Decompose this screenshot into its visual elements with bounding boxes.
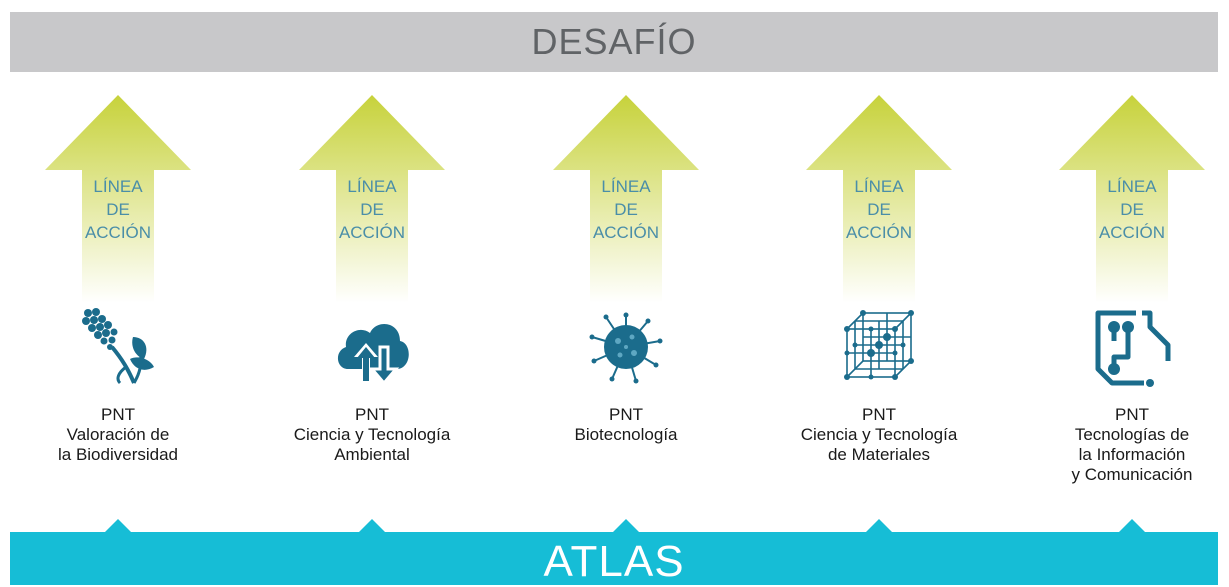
challenge-title: DESAFÍO [531, 21, 697, 62]
action-column-environmental: LÍNEA DE ACCIÓN PNT Ciencia y Tecnología… [262, 95, 482, 515]
up-arrow [553, 95, 699, 303]
action-column-materials: LÍNEA DE ACCIÓN PNT Ciencia y Tecnología… [769, 95, 989, 515]
action-line-label: LÍNEA DE ACCIÓN [1098, 177, 1166, 242]
action-column-ict: LÍNEA DE ACCIÓN PNT Tecnologías de la In… [1022, 95, 1229, 515]
action-line-label: LÍNEA DE ACCIÓN [84, 177, 152, 242]
banner-notch [104, 519, 132, 533]
action-line-label: LÍNEA DE ACCIÓN [845, 177, 913, 242]
up-arrow [1059, 95, 1205, 303]
program-caption: PNT Tecnologías de la Información y Comu… [1071, 405, 1193, 484]
lattice-cube-icon [844, 310, 914, 380]
challenge-banner: DESAFÍO [10, 12, 1218, 72]
up-arrow [299, 95, 445, 303]
banner-notch [865, 519, 893, 533]
program-caption: PNT Biotecnología [574, 405, 678, 444]
action-line-label: LÍNEA DE ACCIÓN [592, 177, 660, 242]
program-caption: PNT Ciencia y Tecnología de Materiales [800, 405, 958, 464]
banner-notch [358, 519, 386, 533]
circuit-icon [1095, 310, 1171, 387]
up-arrow [45, 95, 191, 303]
banner-notch [612, 519, 640, 533]
microbe-icon [589, 312, 663, 384]
program-caption: PNT Ciencia y Tecnología Ambiental [293, 405, 451, 464]
up-arrow [806, 95, 952, 303]
banner-notch [1118, 519, 1146, 533]
action-column-biotechnology: LÍNEA DE ACCIÓN PNT Biotecnología [516, 95, 736, 515]
plant-icon [82, 308, 154, 385]
program-caption: PNT Valoración de la Biodiversidad [57, 405, 178, 464]
action-line-label: LÍNEA DE ACCIÓN [338, 177, 406, 242]
action-column-biodiversity: LÍNEA DE ACCIÓN PNT Valoración de la Bio… [8, 95, 228, 515]
atlas-title: ATLAS [543, 536, 685, 586]
atlas-banner: ATLAS [10, 532, 1218, 586]
cloud-sync-icon [337, 323, 409, 386]
